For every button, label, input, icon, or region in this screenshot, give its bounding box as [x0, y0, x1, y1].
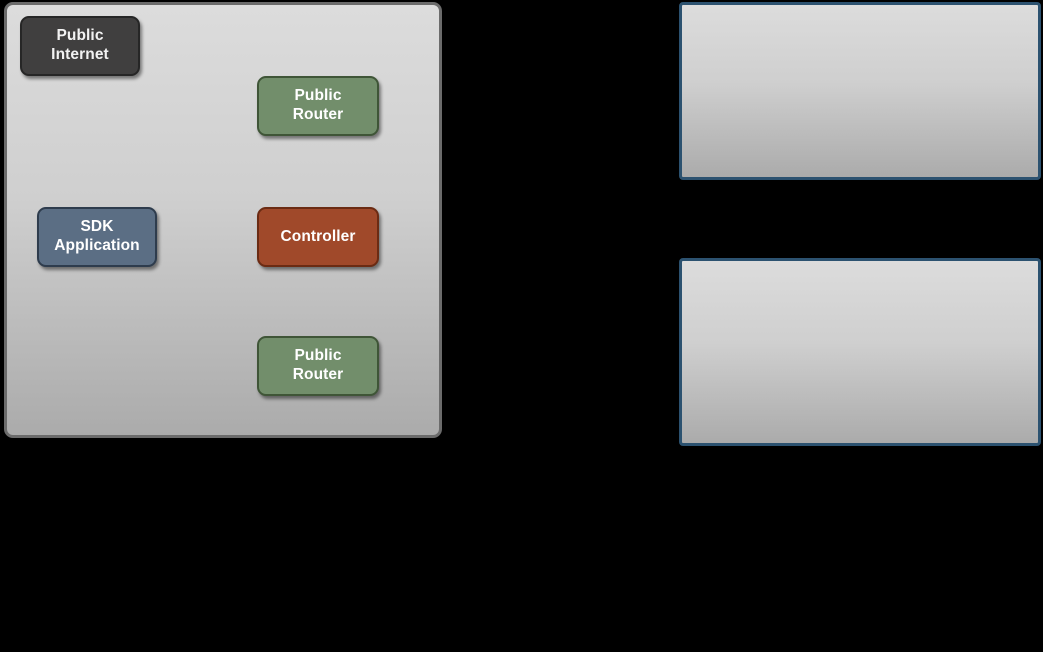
node-controller[interactable]: Controller	[257, 207, 379, 267]
node-label: Public Router	[292, 87, 344, 123]
node-label: Public Router	[292, 347, 344, 383]
node-public-internet[interactable]: Public Internet	[20, 16, 140, 76]
node-label: SDK Application	[54, 218, 140, 254]
node-label: Public Internet	[51, 27, 109, 63]
public-zone-container: Public Internet Public Router SDK Applic…	[4, 2, 442, 438]
node-public-router-bottom[interactable]: Public Router	[257, 336, 379, 396]
private-network-1-container: Private Network 1 Private Router Applica…	[679, 2, 1041, 180]
network-architecture-diagram: { "diagram": { "type": "network-architec…	[4, 2, 1041, 446]
node-sdk-application[interactable]: SDK Application	[37, 207, 157, 267]
node-public-router-top[interactable]: Public Router	[257, 76, 379, 136]
private-network-2-container: Private Network 2 Private Router Applica…	[679, 258, 1041, 446]
node-label: Controller	[280, 227, 356, 245]
